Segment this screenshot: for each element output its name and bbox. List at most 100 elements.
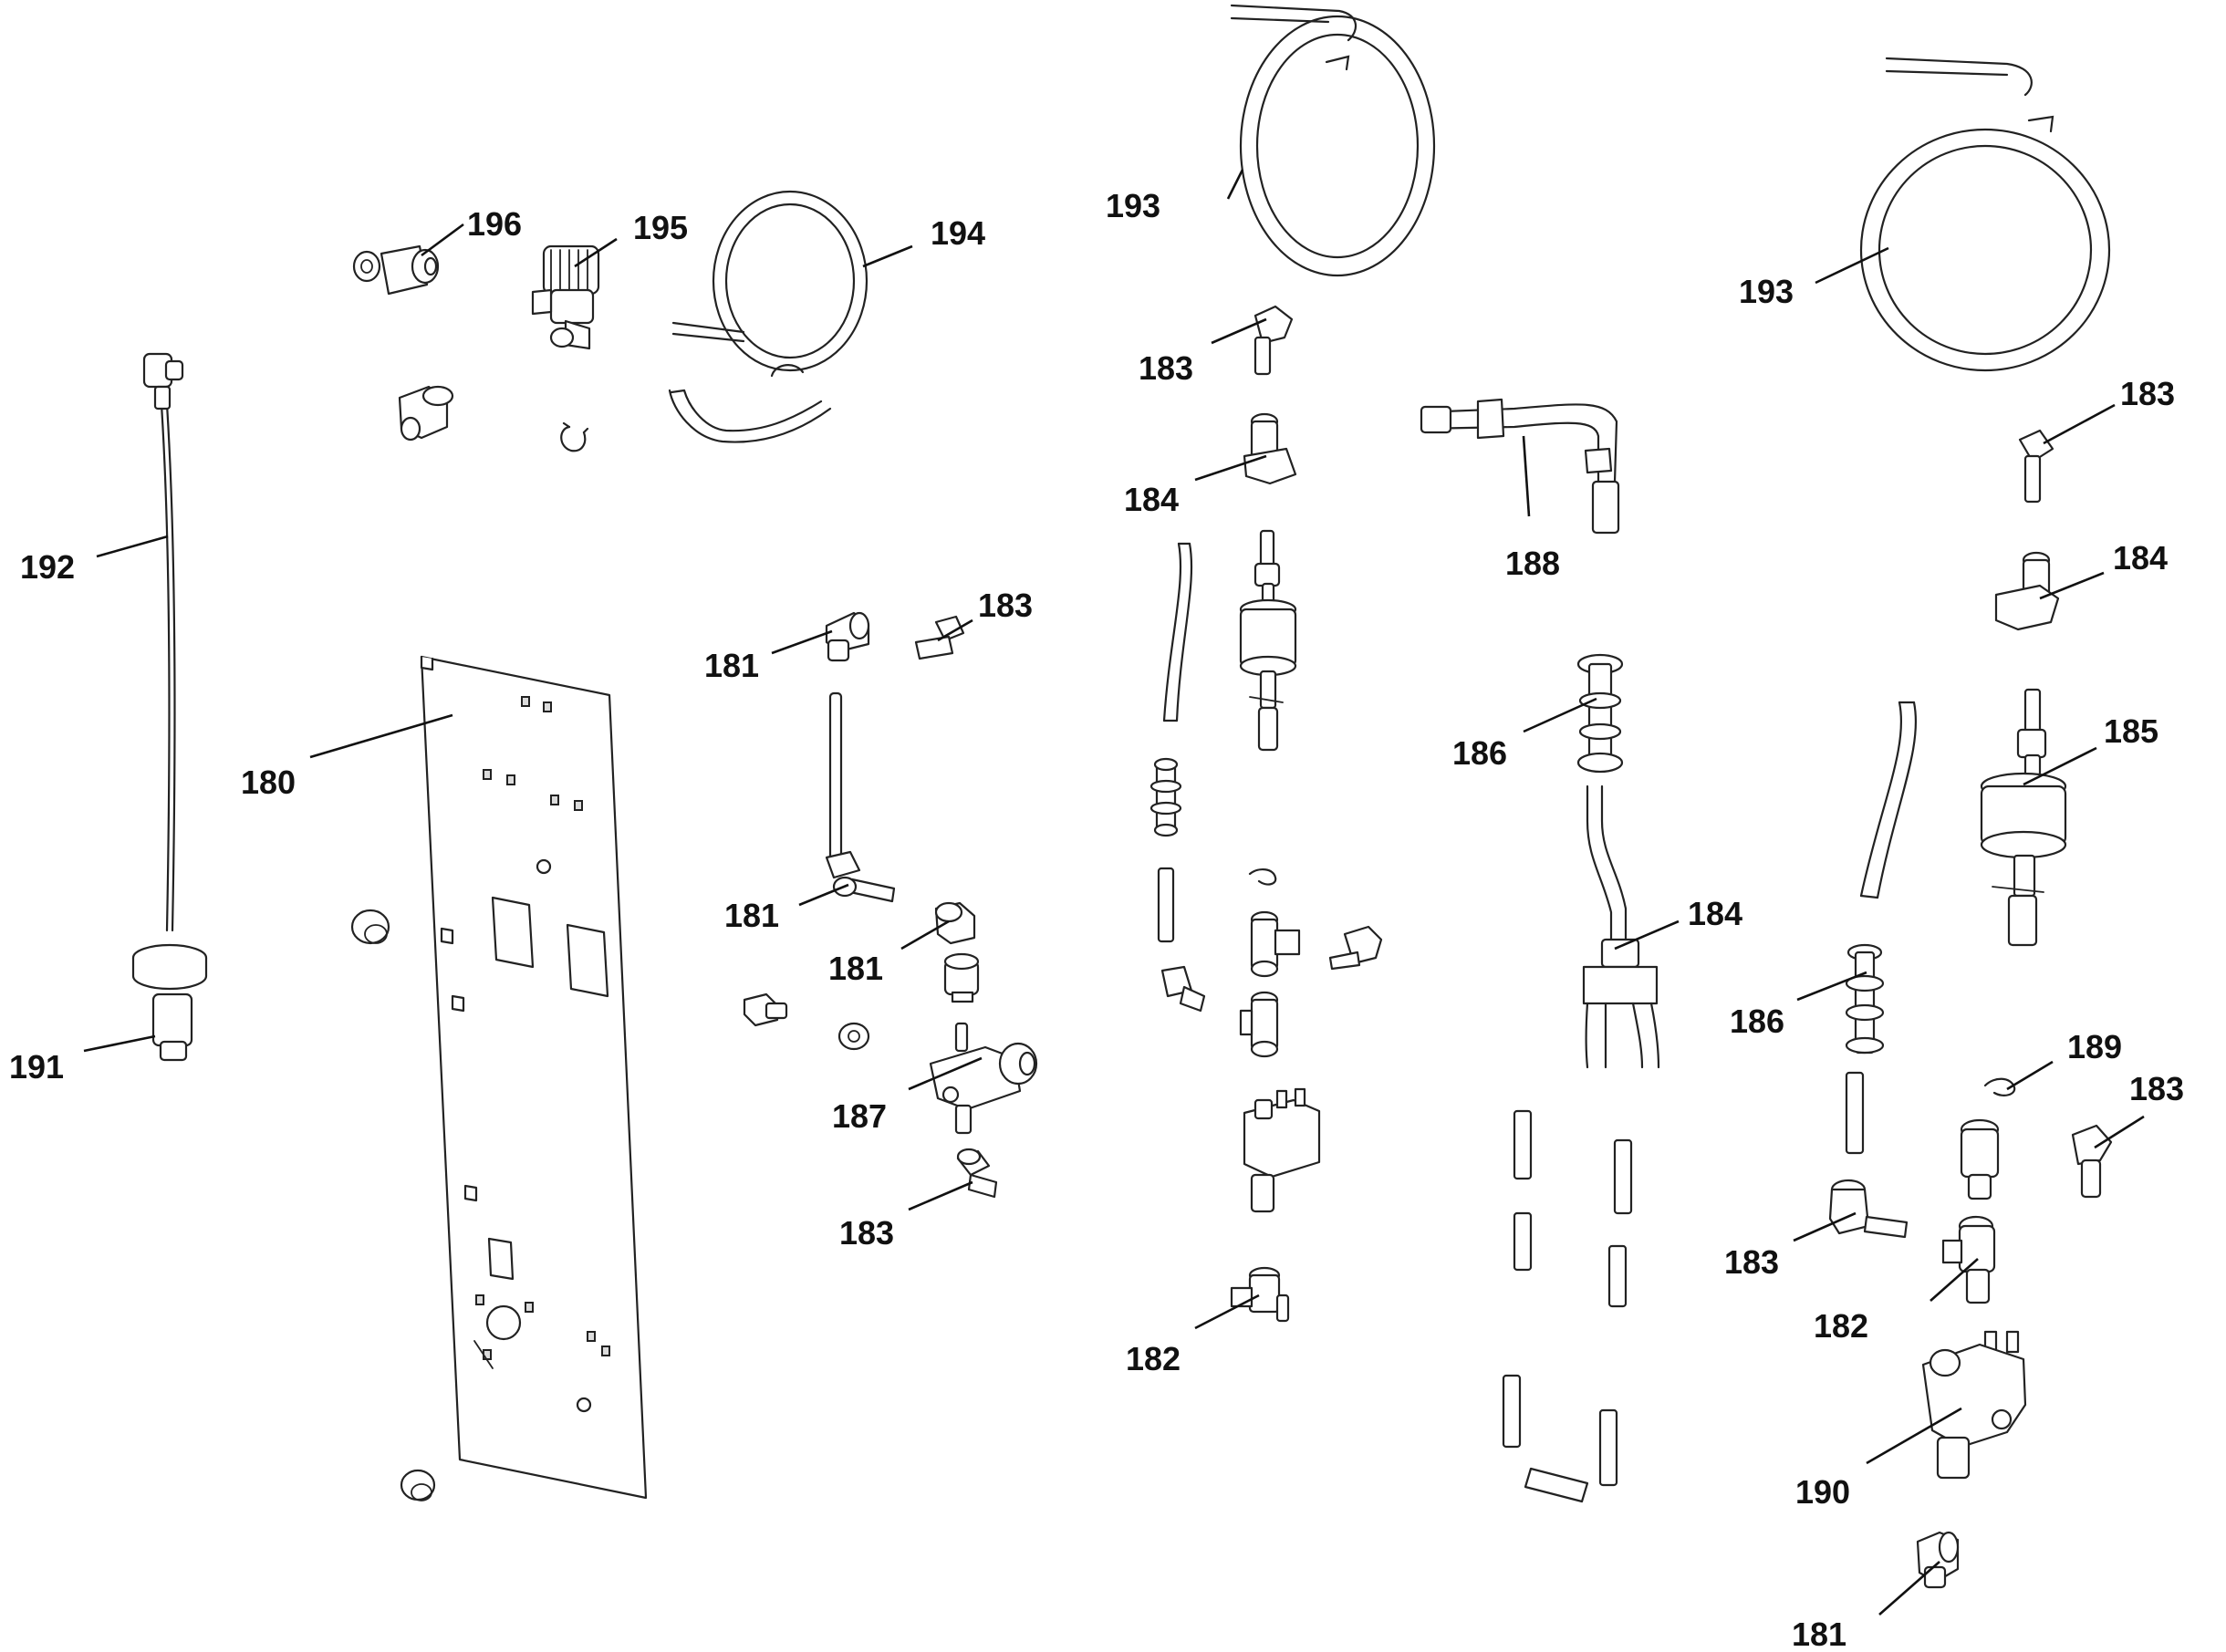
part-tee-center-1 <box>1250 910 1301 978</box>
callout-183c: 183 <box>1139 349 1193 387</box>
callout-186b: 186 <box>1730 1003 1784 1040</box>
callout-182b: 182 <box>1814 1307 1868 1345</box>
part-washer <box>837 1022 870 1051</box>
part-183-elbow-right-top <box>2018 429 2054 504</box>
leader-183b <box>908 1180 973 1211</box>
callout-190: 190 <box>1795 1473 1850 1511</box>
callout-183d: 183 <box>2120 375 2175 412</box>
leader-181d <box>1878 1561 1940 1616</box>
callout-181a: 181 <box>704 647 759 684</box>
leader-182b <box>1930 1258 1979 1302</box>
callout-184c: 184 <box>2113 539 2168 577</box>
part-elbow-center-left <box>1160 965 1206 1013</box>
callout-181d: 181 <box>1792 1616 1846 1652</box>
part-182-tee-center <box>1230 1266 1290 1323</box>
part-180-mounting-plate <box>420 655 648 1500</box>
part-spool-center <box>1149 757 1182 837</box>
leader-194 <box>862 244 913 268</box>
part-short-tube-right <box>1845 1071 1865 1155</box>
leader-183d <box>2043 403 2116 445</box>
callout-184b: 184 <box>1688 895 1742 932</box>
part-181-elbow-bottom <box>1916 1531 1960 1589</box>
callout-181b: 181 <box>724 897 779 934</box>
leader-183c <box>1211 317 1267 345</box>
callout-185: 185 <box>2104 712 2158 750</box>
leader-180 <box>309 713 453 759</box>
leader-lines <box>83 169 2145 1616</box>
part-193-coil-tube-right <box>1859 57 2111 372</box>
leader-183f <box>1793 1211 1857 1242</box>
callout-193b: 193 <box>1739 273 1794 310</box>
leader-192 <box>96 535 169 558</box>
part-union-fitting <box>943 952 980 1003</box>
part-183-elbow-right-lower <box>1828 1179 1909 1239</box>
part-190-solenoid-valve <box>1921 1330 2027 1480</box>
leader-196 <box>421 223 464 257</box>
part-194-coil-hose <box>668 190 869 443</box>
leader-181a <box>771 629 833 655</box>
leader-186a <box>1523 697 1597 733</box>
callout-195: 195 <box>633 209 688 246</box>
leader-181b <box>798 883 849 907</box>
part-clip-center <box>1248 868 1277 886</box>
part-union-right <box>1960 1118 2000 1200</box>
leader-187 <box>908 1056 983 1091</box>
callout-189: 189 <box>2067 1028 2122 1065</box>
part-186-spool-center-right <box>1576 653 1624 774</box>
callout-184a: 184 <box>1124 481 1179 518</box>
leader-186b <box>1796 971 1867 1002</box>
part-187-valve-body <box>929 1022 1038 1135</box>
callout-191: 191 <box>9 1048 64 1086</box>
leader-182a <box>1194 1294 1260 1330</box>
callout-180: 180 <box>241 764 296 801</box>
leader-193b <box>1815 246 1889 285</box>
part-192-probe-cable <box>142 352 184 932</box>
part-pump-center <box>1239 529 1297 752</box>
callout-labels: 196 195 194 193 193 192 191 180 181 183 … <box>9 187 2184 1652</box>
callout-194: 194 <box>931 214 985 252</box>
part-183-elbow-far-right <box>2071 1124 2113 1199</box>
leader-189 <box>2006 1060 2054 1091</box>
callout-192: 192 <box>20 548 75 586</box>
callout-188: 188 <box>1505 545 1560 582</box>
part-screw <box>743 992 788 1027</box>
leader-183e <box>2094 1115 2145 1149</box>
part-elbow-center-right <box>1328 925 1383 971</box>
part-curved-tube-left <box>1162 542 1193 722</box>
callout-186a: 186 <box>1452 734 1507 772</box>
part-193-coil-tube-center <box>1230 4 1436 277</box>
part-183-elbow-upper <box>914 615 965 660</box>
part-clip <box>560 421 589 452</box>
leader-191 <box>83 1034 156 1053</box>
part-184-tee-right <box>1994 551 2060 631</box>
leader-195 <box>574 237 618 268</box>
leader-185 <box>2023 746 2097 786</box>
part-184-y-splitter <box>1582 784 1660 1069</box>
callout-183e: 183 <box>2129 1070 2184 1107</box>
part-solenoid-valve-center <box>1243 1087 1321 1213</box>
part-183-elbow-lower-left <box>956 1148 998 1199</box>
callout-181c: 181 <box>828 950 883 987</box>
callout-187: 187 <box>832 1097 887 1135</box>
leader-183a <box>937 618 973 642</box>
part-181-elbow-middle <box>934 901 976 945</box>
part-grommet-lower <box>400 1469 436 1501</box>
callout-183f: 183 <box>1724 1243 1779 1281</box>
leader-184b <box>1614 920 1680 951</box>
part-181-elbow-upper <box>825 611 870 662</box>
part-184-tee-center-top <box>1243 412 1297 485</box>
callout-196: 196 <box>467 205 522 243</box>
part-191-probe-housing <box>131 943 208 1062</box>
callout-183b: 183 <box>839 1214 894 1252</box>
part-181-tube-with-elbow <box>825 691 896 903</box>
leader-193a <box>1226 169 1244 200</box>
part-189-clip <box>1983 1077 2016 1096</box>
callout-182a: 182 <box>1126 1340 1181 1377</box>
part-tee-center-2 <box>1239 991 1279 1058</box>
part-182-tee-right <box>1941 1215 1996 1304</box>
part-186-spool-right <box>1845 943 1885 1055</box>
callout-193a: 193 <box>1106 187 1160 224</box>
part-195-valve <box>531 244 600 350</box>
part-196-fitting <box>352 244 440 296</box>
